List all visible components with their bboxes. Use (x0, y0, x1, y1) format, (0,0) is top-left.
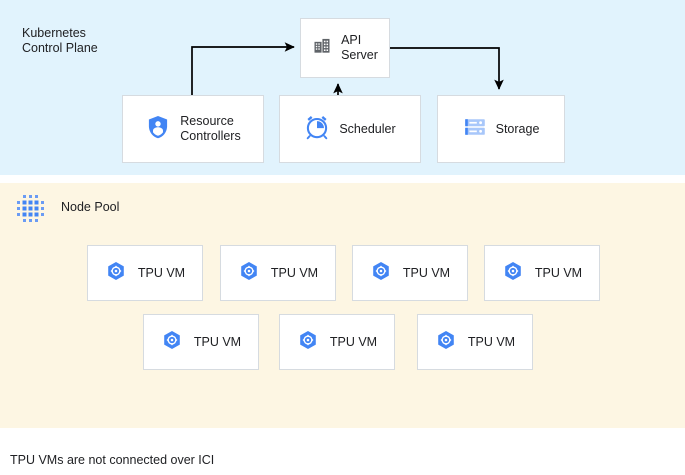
node-tpu-vm-label: TPU VM (402, 265, 451, 280)
building-icon (312, 36, 332, 61)
node-api-server[interactable]: API Server (300, 18, 390, 78)
node-scheduler[interactable]: Scheduler (279, 95, 421, 163)
node-scheduler-label: Scheduler (339, 121, 396, 136)
hexagon-gear-icon (238, 260, 260, 287)
node-tpu-vm-label: TPU VM (534, 265, 583, 280)
node-tpu-vm-label: TPU VM (270, 265, 319, 280)
shield-person-icon (145, 114, 171, 145)
alarm-clock-icon (304, 114, 330, 145)
node-tpu-vm-label: TPU VM (467, 334, 516, 349)
node-tpu-vm[interactable]: TPU VM (143, 314, 259, 370)
hexagon-gear-icon (297, 329, 319, 356)
node-tpu-vm-label: TPU VM (329, 334, 378, 349)
control-plane-title: Kubernetes Control Plane (22, 26, 98, 55)
node-resource-controllers-label: Resource Controllers (180, 114, 241, 143)
node-tpu-vm[interactable]: TPU VM (484, 245, 600, 301)
node-resource-controllers[interactable]: Resource Controllers (122, 95, 264, 163)
node-api-server-label: API Server (341, 33, 378, 62)
node-pool-section (0, 183, 685, 428)
node-pool-title: Node Pool (61, 200, 120, 214)
diagram-caption: TPU VMs are not connected over ICI (10, 453, 215, 467)
hexagon-gear-icon (502, 260, 524, 287)
node-storage-label: Storage (495, 121, 540, 136)
node-tpu-vm[interactable]: TPU VM (352, 245, 468, 301)
node-tpu-vm-label: TPU VM (193, 334, 242, 349)
node-tpu-vm[interactable]: TPU VM (279, 314, 395, 370)
hexagon-gear-icon (161, 329, 183, 356)
hexagon-gear-icon (370, 260, 392, 287)
node-tpu-vm[interactable]: TPU VM (417, 314, 533, 370)
dot-grid-icon (12, 192, 54, 234)
node-tpu-vm[interactable]: TPU VM (220, 245, 336, 301)
server-rack-icon (463, 115, 487, 144)
node-tpu-vm[interactable]: TPU VM (87, 245, 203, 301)
hexagon-gear-icon (105, 260, 127, 287)
hexagon-gear-icon (435, 329, 457, 356)
node-storage[interactable]: Storage (437, 95, 565, 163)
node-tpu-vm-label: TPU VM (137, 265, 186, 280)
